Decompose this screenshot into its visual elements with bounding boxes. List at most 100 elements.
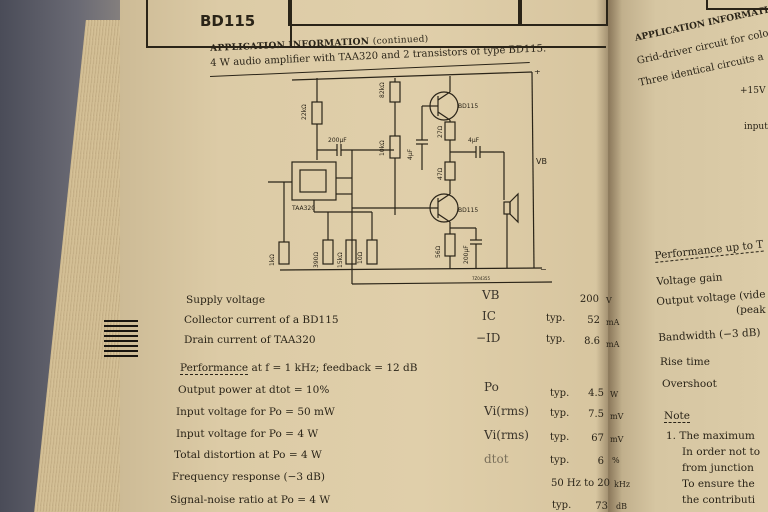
label-t2: BD115 bbox=[458, 207, 478, 214]
label-ic: TAA320 bbox=[291, 205, 315, 212]
label-t1: BD115 bbox=[458, 103, 478, 110]
header-frame-middle bbox=[288, 0, 522, 26]
perf-symbol-0: Po bbox=[484, 380, 499, 394]
perf-label-2: Input voltage for Po = 4 W bbox=[176, 428, 319, 440]
spec-typ-1: typ. bbox=[546, 313, 566, 324]
right-note-4: To ensure the bbox=[682, 478, 755, 490]
right-header-frame bbox=[706, 0, 768, 10]
right-peak: (peak bbox=[736, 304, 766, 316]
label-r1: 22kΩ bbox=[301, 104, 308, 120]
right-note-5: the contributi bbox=[682, 494, 756, 506]
resistor-15k bbox=[345, 239, 357, 265]
perf-unit-4: kHz bbox=[614, 480, 631, 489]
spec-label-1: Collector current of a BD115 bbox=[184, 314, 339, 326]
perf-label-5: Signal-noise ratio at Po = 4 W bbox=[170, 494, 331, 506]
right-input: input bbox=[744, 122, 768, 132]
perf-unit-5: dB bbox=[616, 502, 627, 511]
performance-title: Performance bbox=[180, 362, 249, 375]
label-plus: + bbox=[534, 70, 541, 76]
label-r9: 10Ω bbox=[357, 251, 364, 264]
perf-value-3: 6 bbox=[597, 456, 604, 467]
label-r8: 15kΩ bbox=[337, 252, 344, 268]
performance-heading: Performance at f = 1 kHz; feedback = 12 … bbox=[180, 362, 418, 375]
resistor-10 bbox=[366, 239, 378, 265]
resistor-1k bbox=[278, 241, 290, 265]
perf-symbol-3: dtot bbox=[484, 452, 509, 466]
perf-label-1: Input voltage for Po = 50 mW bbox=[176, 406, 335, 418]
perf-unit-0: W bbox=[610, 390, 619, 399]
resistor-27 bbox=[444, 121, 456, 141]
label-c2: 4μF bbox=[407, 148, 414, 160]
vb-line bbox=[531, 71, 535, 269]
edge-index-marks bbox=[104, 320, 138, 360]
spec-value-0: 200 bbox=[579, 294, 599, 305]
label-r2: 82kΩ bbox=[379, 82, 386, 98]
perf-typ-0: typ. bbox=[550, 388, 570, 399]
perf-unit-3: % bbox=[612, 456, 620, 465]
spec-unit-0: V bbox=[606, 296, 612, 305]
right-v15: +15V bbox=[740, 86, 766, 96]
label-r10: 56Ω bbox=[435, 245, 442, 258]
label-r4: 47Ω bbox=[437, 167, 444, 180]
spec-symbol-0: VB bbox=[482, 288, 500, 302]
perf-value-5: 73 bbox=[595, 501, 608, 512]
spec-unit-1: mA bbox=[606, 318, 620, 327]
header-frame-right bbox=[518, 0, 608, 26]
resistor-47 bbox=[444, 161, 456, 181]
ic-taa320 bbox=[291, 161, 337, 201]
perf-unit-1: mV bbox=[610, 412, 624, 421]
perf-typ-5: typ. bbox=[552, 500, 572, 511]
perf-typ-2: typ. bbox=[550, 432, 570, 443]
resistor-22k bbox=[311, 101, 323, 125]
spec-value-2: 8.6 bbox=[584, 336, 600, 347]
performance-conditions: at f = 1 kHz; feedback = 12 dB bbox=[251, 362, 418, 374]
perf-value-2: 67 bbox=[591, 433, 604, 444]
spec-symbol-2: −ID bbox=[476, 331, 501, 345]
perf-value-1: 7.5 bbox=[588, 409, 604, 420]
left-page bbox=[120, 0, 620, 512]
perf-label-3: Total distortion at Po = 4 W bbox=[174, 449, 322, 461]
spec-label-0: Supply voltage bbox=[186, 294, 266, 306]
perf-value-0: 4.5 bbox=[588, 388, 604, 399]
perf-unit-2: mV bbox=[610, 435, 624, 444]
right-note: Note bbox=[664, 410, 690, 423]
label-r7: 390Ω bbox=[313, 252, 320, 268]
right-overshoot: Overshoot bbox=[662, 378, 717, 390]
label-r3: 10kΩ bbox=[379, 140, 386, 156]
label-minus: − bbox=[540, 265, 547, 274]
perf-typ-1: typ. bbox=[550, 408, 570, 419]
page-title: BD115 bbox=[200, 12, 256, 30]
spec-typ-2: typ. bbox=[546, 334, 566, 345]
spec-value-1: 52 bbox=[587, 315, 600, 326]
label-ref: 7Z04355 bbox=[472, 276, 490, 281]
circuit-diagram: 22kΩ 82kΩ 10kΩ 47Ω 27Ω 1kΩ 390Ω 15kΩ 10Ω… bbox=[268, 70, 552, 285]
label-c1: 200μF bbox=[328, 137, 347, 144]
perf-symbol-1: Vi(rms) bbox=[484, 404, 529, 418]
label-vb: VB bbox=[536, 157, 547, 166]
label-r6: 1kΩ bbox=[269, 254, 276, 266]
spec-label-2: Drain current of TAA320 bbox=[184, 334, 316, 346]
resistor-10k bbox=[389, 135, 401, 159]
speaker bbox=[503, 201, 511, 215]
right-note-2: In order not to bbox=[682, 446, 761, 458]
spec-unit-2: mA bbox=[606, 340, 620, 349]
header-rule bbox=[146, 46, 606, 48]
right-note-3: from junction bbox=[682, 462, 754, 474]
label-r5: 27Ω bbox=[437, 125, 444, 138]
perf-label-0: Output power at dtot = 10% bbox=[178, 384, 330, 396]
spec-symbol-1: IC bbox=[482, 309, 496, 323]
label-c4: 200μF bbox=[463, 245, 470, 264]
perf-label-4: Frequency response (−3 dB) bbox=[172, 471, 325, 483]
perf-value-4: 50 Hz to 20 bbox=[551, 478, 611, 489]
book-gutter-shadow bbox=[596, 0, 622, 512]
perf-typ-3: typ. bbox=[550, 455, 570, 466]
perf-symbol-2: Vi(rms) bbox=[484, 428, 529, 442]
resistor-56 bbox=[444, 233, 456, 257]
right-note-1: 1. The maximum bbox=[666, 430, 755, 442]
supply-rail-negative bbox=[279, 267, 543, 271]
resistor-390 bbox=[322, 239, 334, 265]
right-rise-time: Rise time bbox=[660, 356, 710, 368]
supply-rail-positive bbox=[291, 71, 533, 81]
label-c3: 4μF bbox=[468, 137, 480, 144]
right-page bbox=[608, 0, 768, 512]
